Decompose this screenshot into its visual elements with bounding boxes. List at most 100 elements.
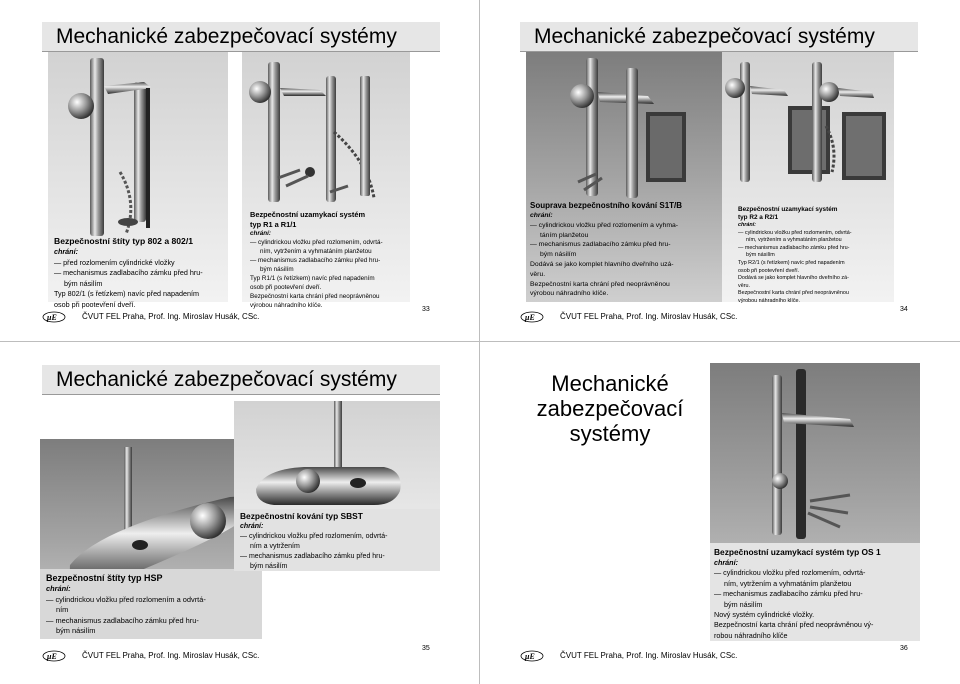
caption-line: ním, vytržením a vyhmatáním planžetou <box>260 248 372 255</box>
footer-text: ČVUT FEL Praha, Prof. Ing. Miroslav Husá… <box>82 651 260 660</box>
slide-footer: ČVUT FEL Praha, Prof. Ing. Miroslav Husá… <box>42 310 259 324</box>
caption-line: — mechanismus zadlabacího zámku před hru… <box>530 241 671 249</box>
caption-line: — cylindrickou vložku před rozlomením a … <box>46 594 206 604</box>
slide-footer: ČVUT FEL Praha, Prof. Ing. Miroslav Husá… <box>42 649 259 663</box>
caption-line: osob při pootevření dveří. <box>54 299 136 309</box>
caption-line: ním a vytržením <box>250 543 300 550</box>
slide-title-line: Mechanické <box>551 371 669 396</box>
caption-line: bým násilím <box>540 251 577 259</box>
caption-subheading: chrání: <box>54 247 78 256</box>
caption-line: výrobou náhradního klíče. <box>738 297 801 304</box>
caption-line: — cylindrickou vložku před rozlomením, o… <box>714 568 866 578</box>
slide-36: Mechanické zabezpečovací systémy Bezpečn… <box>480 343 959 684</box>
slide-title: Mechanické zabezpečovací systémy <box>520 371 700 446</box>
footer-text: ČVUT FEL Praha, Prof. Ing. Miroslav Husá… <box>560 312 738 321</box>
caption-line: ním, vytržením a vyhmatáním planžetou <box>724 578 852 588</box>
caption-subheading: chrání: <box>714 558 738 567</box>
caption-line: Typ R2/1 (s řetízkem) navíc před napaden… <box>738 259 845 266</box>
caption-heading-2: typ R2 a R2/1 <box>738 214 779 221</box>
cvut-fel-logo <box>520 311 544 323</box>
caption-line: ním, vytržením a vyhmatáním planžetou <box>746 237 842 244</box>
caption-line: výrobou náhradního klíče. <box>250 302 323 309</box>
caption-heading: Bezpečnostní štíty typ HSP <box>46 573 163 583</box>
caption-line: — cylindrickou vložku před rozlomením, o… <box>738 229 852 236</box>
page-number: 36 <box>900 645 908 652</box>
caption-line: bým násilím <box>64 278 103 288</box>
caption-line: — před rozlomením cylindrické vložky <box>54 257 175 267</box>
slide-divider-horizontal <box>0 341 960 342</box>
slide-title: Mechanické zabezpečovací systémy <box>520 22 918 52</box>
caption-subheading: chrání: <box>240 523 264 530</box>
cvut-fel-logo <box>42 650 66 662</box>
caption-os1: Bezpečnostní uzamykací systém typ OS 1 c… <box>714 547 924 641</box>
footer-text: ČVUT FEL Praha, Prof. Ing. Miroslav Husá… <box>560 651 738 660</box>
caption-line: Typ 802/1 (s řetízkem) navíc před napade… <box>54 289 200 299</box>
caption-line: — mechanismus zadlabacího zámku před hru… <box>240 553 385 560</box>
caption-line: Dodává se jako komplet hlavního dveřního… <box>530 260 674 268</box>
caption-line: — mechanismus zadlabacího zámku před hru… <box>54 268 203 278</box>
slide-35: Mechanické zabezpečovací systémy Bezpečn… <box>0 343 479 684</box>
caption-line: Typ R1/1 (s řetízkem) navíc před napaden… <box>250 275 375 282</box>
caption-line: Dodává se jako komplet hlavního dveřního… <box>738 275 849 282</box>
cvut-fel-logo <box>42 311 66 323</box>
caption-line: výrobou náhradního klíče. <box>530 290 609 298</box>
slide-title-line: zabezpečovací <box>536 396 684 421</box>
page-number: 33 <box>422 306 430 313</box>
slide-footer: ČVUT FEL Praha, Prof. Ing. Miroslav Husá… <box>520 649 737 663</box>
slide-33: Mechanické zabezpečovací systémy Be <box>0 0 479 341</box>
slide-title-line: systémy <box>569 421 651 446</box>
caption-line: Bezpečnostní karta chrání před neoprávně… <box>250 293 380 300</box>
caption-heading: Bezpečnostní uzamykací systém <box>738 206 838 213</box>
caption-heading: Bezpečnostní uzamykací systém typ OS 1 <box>714 547 881 557</box>
caption-line: bým násilím <box>260 266 294 273</box>
caption-line: robou náhradního klíče <box>714 630 788 640</box>
caption-r1: Bezpečnostní uzamykací systém typ R1 a R… <box>250 210 415 310</box>
caption-line: Bezpečnostní karta chrání před neoprávně… <box>530 280 670 288</box>
caption-hsp: Bezpečnostní štíty typ HSP chrání: — cyl… <box>46 573 261 637</box>
slide-footer: ČVUT FEL Praha, Prof. Ing. Miroslav Husá… <box>520 310 737 324</box>
caption-line: věru. <box>530 270 546 278</box>
caption-subheading: chrání: <box>250 230 271 237</box>
caption-line: osob při pootevření dveří. <box>738 267 800 274</box>
footer-text: ČVUT FEL Praha, Prof. Ing. Miroslav Husá… <box>82 312 260 321</box>
caption-line: osob při pootevření dveří. <box>250 284 322 291</box>
caption-line: bým násilím <box>746 252 775 259</box>
caption-subheading: chrání: <box>738 222 756 228</box>
caption-line: ním <box>56 605 69 615</box>
caption-r2: Bezpečnostní uzamykací systém typ R2 a R… <box>738 206 888 306</box>
caption-line: bým násilím <box>724 599 763 609</box>
caption-subheading: chrání: <box>530 212 553 219</box>
caption-heading: Bezpečnostní štíty typ 802 a 802/1 <box>54 236 193 246</box>
caption-heading: Souprava bezpečnostního kování S1T/B <box>530 201 683 210</box>
product-photo <box>526 52 894 302</box>
caption-sbst: Bezpečnostní kování typ SBST chrání: — c… <box>240 511 440 572</box>
slide-34: Mechanické zabezpečovací systémy <box>480 0 959 341</box>
caption-line: — mechanismus zadlabacího zámku před hru… <box>738 244 850 251</box>
caption-line: — mechanismus zadlabacího zámku před hru… <box>250 257 381 264</box>
product-photo-sbst <box>234 401 440 571</box>
caption-line: — cylindrickou vložku před rozlomením a … <box>530 221 679 229</box>
product-photo-os1 <box>710 363 920 641</box>
product-photo-hsp <box>40 439 262 639</box>
caption-subheading: chrání: <box>46 584 71 593</box>
caption-line: — cylindrickou vložku před rozlomením, o… <box>250 239 383 246</box>
caption-line: bým násilím <box>250 563 288 570</box>
product-photo <box>48 52 410 302</box>
page-number: 35 <box>422 645 430 652</box>
caption-line: věru. <box>738 282 750 289</box>
slide-title: Mechanické zabezpečovací systémy <box>42 365 440 395</box>
slide-title: Mechanické zabezpečovací systémy <box>42 22 440 52</box>
caption-line: Bezpečnostní karta chrání před neoprávně… <box>738 290 849 297</box>
caption-line: Bezpečnostní karta chrání před neoprávně… <box>714 620 874 630</box>
caption-heading-2: typ R1 a R1/1 <box>250 219 297 229</box>
caption-line: táním planžetou <box>540 231 589 239</box>
caption-s1tb: Souprava bezpečnostního kování S1T/B chr… <box>530 200 730 299</box>
slide-divider-vertical <box>479 0 480 684</box>
cvut-fel-logo <box>520 650 544 662</box>
caption-line: — mechanismus zadlabacího zámku před hru… <box>46 615 199 625</box>
caption-line: — cylindrickou vložku před rozlomením, o… <box>240 533 388 540</box>
page-number: 34 <box>900 306 908 313</box>
caption-line: — mechanismus zadlabacího zámku před hru… <box>714 589 863 599</box>
caption-heading: Bezpečnostní kování typ SBST <box>240 511 363 521</box>
caption-802: Bezpečnostní štíty typ 802 a 802/1 chrán… <box>54 236 229 311</box>
